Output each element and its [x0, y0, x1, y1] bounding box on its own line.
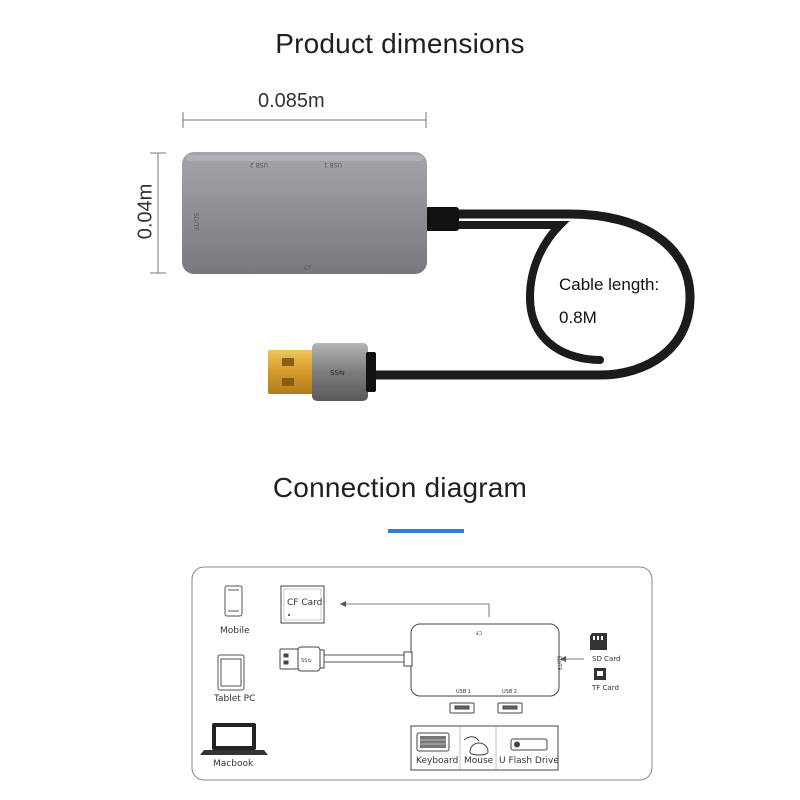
tf-card-icon	[594, 668, 606, 680]
diagram-frame	[191, 566, 653, 781]
svg-text:CF: CF	[304, 265, 312, 272]
title-connection-diagram: Connection diagram	[272, 472, 528, 503]
cf-card-label: CF Card	[287, 598, 323, 608]
sd-card-icon	[590, 633, 607, 650]
diagram-usb-plug	[279, 646, 325, 672]
svg-text:USB 1: USB 1	[324, 161, 342, 168]
product-illustration: USB 2 USB 1 SD/TF CF SS⇆	[150, 112, 695, 401]
diagram-usb2-label: USB 2	[502, 689, 518, 695]
svg-text:SS⇆: SS⇆	[301, 658, 312, 664]
diagram-sdtf-label: SD/TF	[555, 655, 562, 671]
svg-text:CF: CF	[476, 629, 482, 635]
svg-text:USB 2: USB 2	[250, 161, 268, 168]
cf-card-icon	[280, 585, 325, 624]
peripheral-label-flash: U Flash Drive	[499, 756, 559, 766]
usb-flash-drive-icon	[510, 738, 548, 751]
keyboard-icon	[416, 732, 450, 752]
svg-text:SD/TF: SD/TF	[192, 213, 199, 231]
arrow-to-cf	[340, 601, 346, 607]
svg-text:SS⇆: SS⇆	[330, 369, 345, 377]
usb2-port	[497, 702, 523, 714]
usb1-port	[449, 702, 475, 714]
laptop-icon	[200, 723, 268, 755]
sd-card-label: SD Card	[592, 655, 621, 663]
cable-length-label: Cable length:	[559, 275, 660, 294]
device-label-tablet: Tablet PC	[214, 694, 256, 704]
device-label-mobile: Mobile	[220, 626, 250, 636]
peripheral-label-keyboard: Keyboard	[416, 756, 459, 766]
width-dimension-line	[182, 112, 427, 128]
tablet-icon	[217, 654, 245, 691]
accent-underline	[388, 529, 464, 533]
peripheral-label-mouse: Mouse	[464, 756, 494, 766]
cable-length-value: 0.8M	[559, 308, 597, 327]
width-dimension-label: 0.085m	[258, 90, 325, 112]
cable-strain-relief	[425, 207, 459, 231]
mobile-icon	[224, 585, 243, 617]
diagram-usb1-label: USB 1	[456, 689, 472, 695]
mouse-icon	[463, 736, 489, 756]
usb-a-plug: SS⇆	[268, 343, 376, 401]
cable	[365, 209, 695, 380]
height-dimension-line	[150, 152, 166, 274]
arrow-to-sdtf	[560, 656, 566, 662]
usb-hub: USB 2 USB 1 SD/TF CF	[182, 152, 427, 274]
diagram-hub	[410, 623, 560, 697]
title-product-dimensions: Product dimensions	[275, 28, 525, 59]
device-label-macbook: Macbook	[213, 759, 254, 769]
tf-card-label: TF Card	[592, 684, 619, 692]
